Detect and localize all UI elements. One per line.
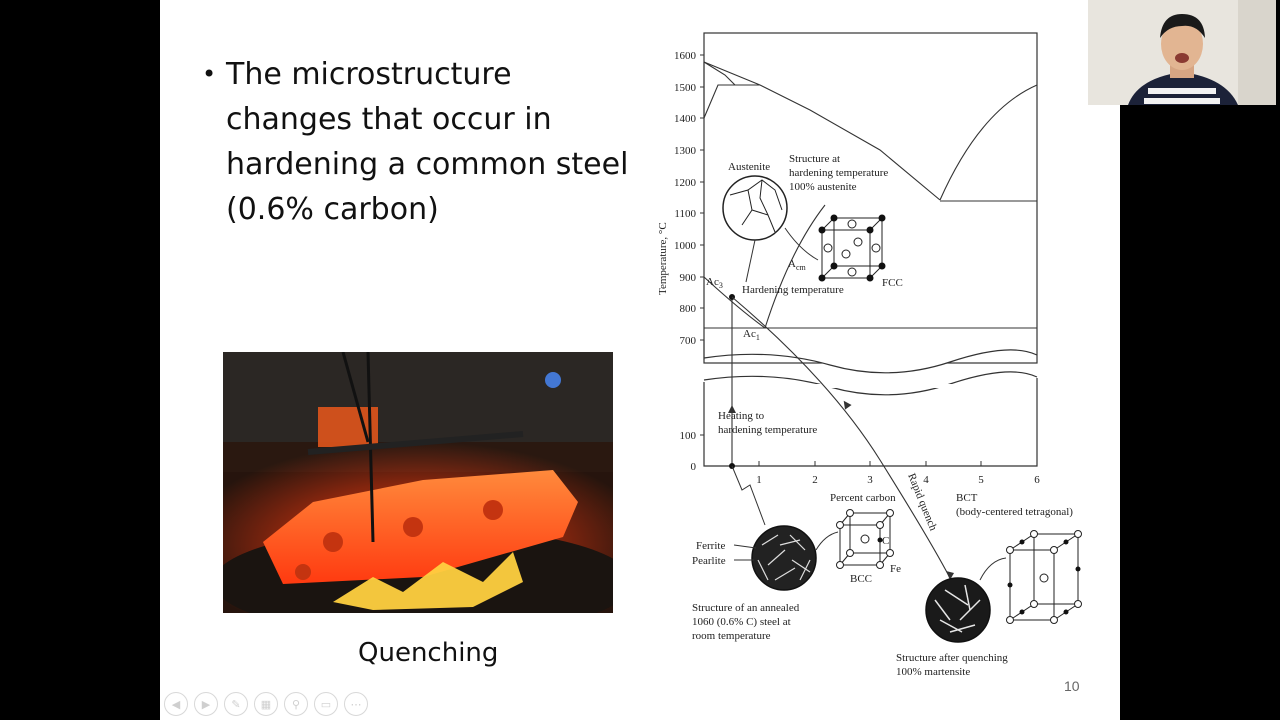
bullet-text: The microstructure changes that occur in… — [226, 57, 629, 227]
x-tick: 1 — [756, 474, 762, 486]
bullet-icon: • — [202, 60, 217, 88]
photo-caption: Quenching — [358, 638, 499, 668]
y-tick: 1300 — [674, 145, 697, 157]
hardening-structure-line: hardening temperature — [789, 167, 888, 179]
subtitles-icon[interactable]: ▭ — [314, 692, 338, 716]
slide: • The microstructure changes that occur … — [160, 0, 1120, 720]
more-options-icon[interactable]: ⋯ — [344, 692, 368, 716]
y-tick: 1200 — [674, 177, 697, 189]
iron-atom-label: Fe — [890, 563, 901, 575]
fcc-label: FCC — [882, 277, 903, 289]
y-tick: 800 — [680, 303, 697, 315]
webcam-feed — [1088, 0, 1276, 105]
rapid-quench-label: Rapid quench — [905, 472, 939, 533]
zoom-icon[interactable]: ⚲ — [284, 692, 308, 716]
carbon-atom-label: C — [882, 535, 889, 547]
annealed-label-line: 1060 (0.6% C) steel at — [692, 616, 791, 628]
annealed-label-line: Structure of an annealed — [692, 602, 800, 614]
hardening-structure-line: Structure at — [789, 153, 840, 165]
iron-carbon-diagram: 1600 1500 1400 1300 1200 1100 1000 900 8… — [650, 20, 1100, 690]
bct-label-line: BCT — [956, 492, 978, 504]
y-tick: 1600 — [674, 50, 697, 62]
ferrite-label: Ferrite — [696, 540, 725, 552]
y-axis-label: Temperature, °C — [657, 222, 669, 295]
next-slide-icon[interactable]: ▶ — [194, 692, 218, 716]
presentation-controls: ◀ ▶ ✎ ▦ ⚲ ▭ ⋯ — [164, 692, 368, 716]
pen-icon[interactable]: ✎ — [224, 692, 248, 716]
ac3-label: Ac3 — [706, 276, 723, 290]
pearlite-label: Pearlite — [692, 555, 726, 567]
y-tick: 0 — [691, 461, 697, 473]
quenched-label-line: Structure after quenching — [896, 652, 1008, 664]
y-tick: 900 — [680, 272, 697, 284]
bct-label-line: (body-centered tetragonal) — [956, 506, 1073, 518]
bcc-label: BCC — [850, 573, 872, 585]
hardening-temperature-label: Hardening temperature — [742, 284, 844, 296]
y-tick: 1100 — [674, 208, 696, 220]
annealed-label-line: room temperature — [692, 630, 771, 642]
ac1-label: Ac1 — [743, 328, 760, 342]
x-tick: 5 — [978, 474, 984, 486]
y-tick: 700 — [680, 335, 697, 347]
y-tick: 1400 — [674, 113, 697, 125]
x-tick: 3 — [867, 474, 873, 486]
hardening-structure-line: 100% austenite — [789, 181, 857, 193]
x-tick: 4 — [923, 474, 929, 486]
austenite-label: Austenite — [728, 161, 770, 173]
y-tick: 100 — [680, 430, 697, 442]
slide-number: 10 — [1064, 678, 1080, 694]
acm-label: Acm — [788, 258, 807, 272]
x-tick: 2 — [812, 474, 818, 486]
heating-label-line: Heating to — [718, 410, 765, 422]
heating-label-line: hardening temperature — [718, 424, 817, 436]
y-tick: 1000 — [674, 240, 697, 252]
slides-grid-icon[interactable]: ▦ — [254, 692, 278, 716]
y-tick: 1500 — [674, 82, 697, 94]
x-tick: 6 — [1034, 474, 1040, 486]
quenched-label-line: 100% martensite — [896, 666, 970, 678]
x-axis-label: Percent carbon — [830, 492, 896, 504]
prev-slide-icon[interactable]: ◀ — [164, 692, 188, 716]
quenching-photo — [223, 352, 613, 613]
